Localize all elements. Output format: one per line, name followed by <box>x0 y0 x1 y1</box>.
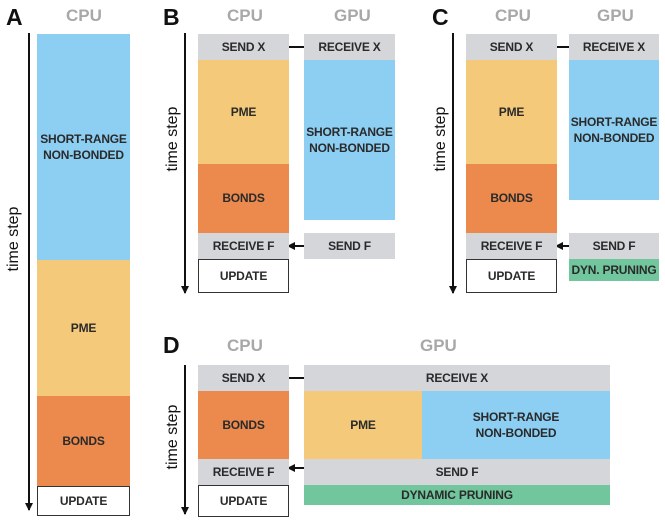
panel-c-gpu-header: GPU <box>597 6 634 25</box>
panel-c-dyn-pruning-box: DYN. PRUNING <box>569 259 659 281</box>
panel-d-bonds-box: BONDS <box>198 391 289 459</box>
panel-b-letter: B <box>163 4 180 30</box>
panel-d-receive-f-box: RECEIVE F <box>198 459 289 485</box>
panel-c-letter: C <box>432 4 449 30</box>
panel-d-cpu-header: CPU <box>227 336 263 355</box>
panel-b-bonds-box: BONDS <box>198 164 289 233</box>
panel-b-cpu-header: CPU <box>227 6 263 25</box>
panel-d-update-box: UPDATE <box>198 485 289 517</box>
panel-c-send-f-box: SEND F <box>569 233 659 259</box>
panel-b-time-step-label: time step <box>164 106 181 172</box>
panel-a-update-box: UPDATE <box>37 486 130 516</box>
panel-d-gpu-header: GPU <box>420 336 457 355</box>
panel-b-receive-f-box: RECEIVE F <box>198 233 289 259</box>
panel-d-dynamic-pruning-box: DYNAMIC PRUNING <box>304 485 610 505</box>
panel-d-receive-x-box: RECEIVE X <box>304 365 610 391</box>
panel-c-time-step-label: time step <box>432 106 449 172</box>
panel-b-short-range-box: SHORT-RANGE NON-BONDED <box>304 60 395 220</box>
panel-c-receive-f-box: RECEIVE F <box>466 233 557 259</box>
panel-c-cpu-header: CPU <box>495 6 531 25</box>
panel-b-send-f-box: SEND F <box>304 233 395 259</box>
panel-d-pme-box: PME <box>304 391 422 459</box>
panel-a-bonds-box: BONDS <box>37 396 130 486</box>
panel-d-send-x-box: SEND X <box>198 365 289 391</box>
panel-b-gpu-header: GPU <box>334 6 371 25</box>
panel-b-update-box: UPDATE <box>198 259 289 293</box>
panel-c-send-x-box: SEND X <box>466 34 557 60</box>
panel-a-pme-box: PME <box>37 260 130 396</box>
panel-c-update-box: UPDATE <box>466 259 557 293</box>
panel-c-short-range-box: SHORT-RANGE NON-BONDED <box>569 60 659 200</box>
panel-c-bonds-box: BONDS <box>466 164 557 233</box>
panel-a-letter: A <box>6 4 23 30</box>
panel-d-send-f-box: SEND F <box>304 459 610 485</box>
panel-c-pme-box: PME <box>466 60 557 164</box>
panel-d-letter: D <box>163 332 180 358</box>
panel-a-time-step-label: time step <box>5 206 22 272</box>
panel-b-pme-box: PME <box>198 60 289 164</box>
panel-d-short-range-box: SHORT-RANGE NON-BONDED <box>422 391 610 459</box>
panel-a-cpu-header: CPU <box>66 6 102 25</box>
panel-d-time-step-label: time step <box>164 404 181 470</box>
panel-b-send-x-box: SEND X <box>198 34 289 60</box>
panel-a-short-range-box: SHORT-RANGE NON-BONDED <box>37 34 130 260</box>
panel-c-receive-x-box: RECEIVE X <box>569 34 659 60</box>
panel-b-receive-x-box: RECEIVE X <box>304 34 395 60</box>
